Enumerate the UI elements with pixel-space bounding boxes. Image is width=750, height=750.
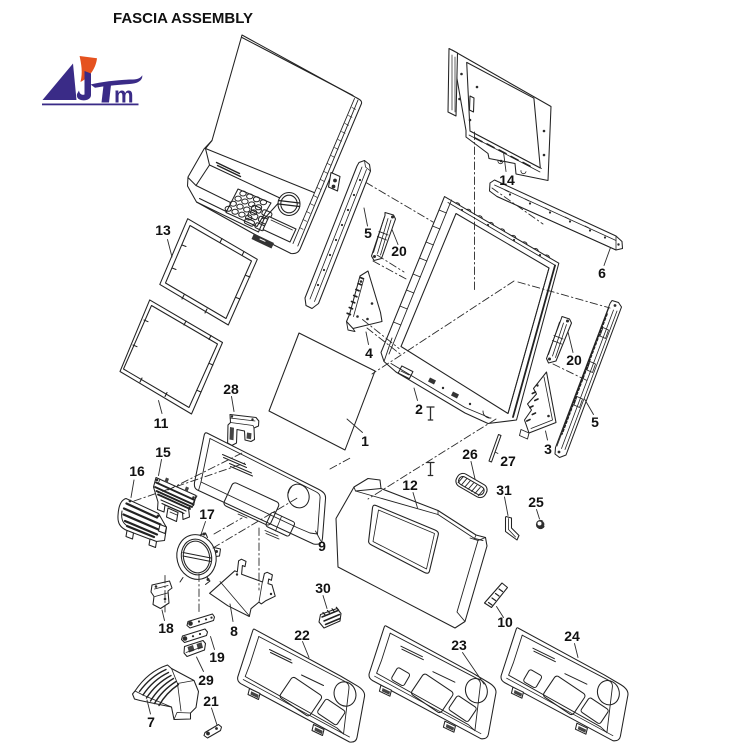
svg-text:27: 27	[500, 453, 516, 469]
svg-text:13: 13	[155, 222, 171, 238]
svg-text:28: 28	[223, 381, 239, 397]
svg-text:2: 2	[415, 401, 423, 417]
svg-text:5: 5	[591, 414, 599, 430]
svg-text:9: 9	[318, 538, 326, 554]
svg-text:19: 19	[209, 649, 225, 665]
svg-text:7: 7	[147, 714, 155, 730]
svg-text:3: 3	[544, 441, 552, 457]
svg-text:20: 20	[566, 352, 582, 368]
svg-text:10: 10	[497, 614, 513, 630]
svg-text:18: 18	[158, 620, 174, 636]
svg-text:20: 20	[391, 243, 407, 259]
svg-text:16: 16	[129, 463, 145, 479]
svg-text:30: 30	[315, 580, 331, 596]
svg-text:24: 24	[564, 628, 580, 644]
svg-text:6: 6	[598, 265, 606, 281]
svg-text:5: 5	[364, 225, 372, 241]
svg-text:12: 12	[402, 477, 418, 493]
svg-text:25: 25	[528, 494, 544, 510]
svg-text:26: 26	[462, 446, 478, 462]
svg-text:8: 8	[230, 623, 238, 639]
svg-text:17: 17	[199, 506, 215, 522]
svg-text:m: m	[114, 83, 134, 108]
svg-text:31: 31	[496, 482, 512, 498]
svg-text:1: 1	[361, 433, 369, 449]
svg-text:4: 4	[365, 345, 373, 361]
svg-text:29: 29	[198, 672, 214, 688]
svg-text:23: 23	[451, 637, 467, 653]
svg-text:15: 15	[155, 444, 171, 460]
svg-text:14: 14	[499, 172, 515, 188]
svg-text:11: 11	[154, 415, 169, 431]
svg-text:21: 21	[203, 693, 219, 709]
svg-text:22: 22	[294, 627, 310, 643]
svg-text:FASCIA ASSEMBLY: FASCIA ASSEMBLY	[113, 10, 253, 27]
